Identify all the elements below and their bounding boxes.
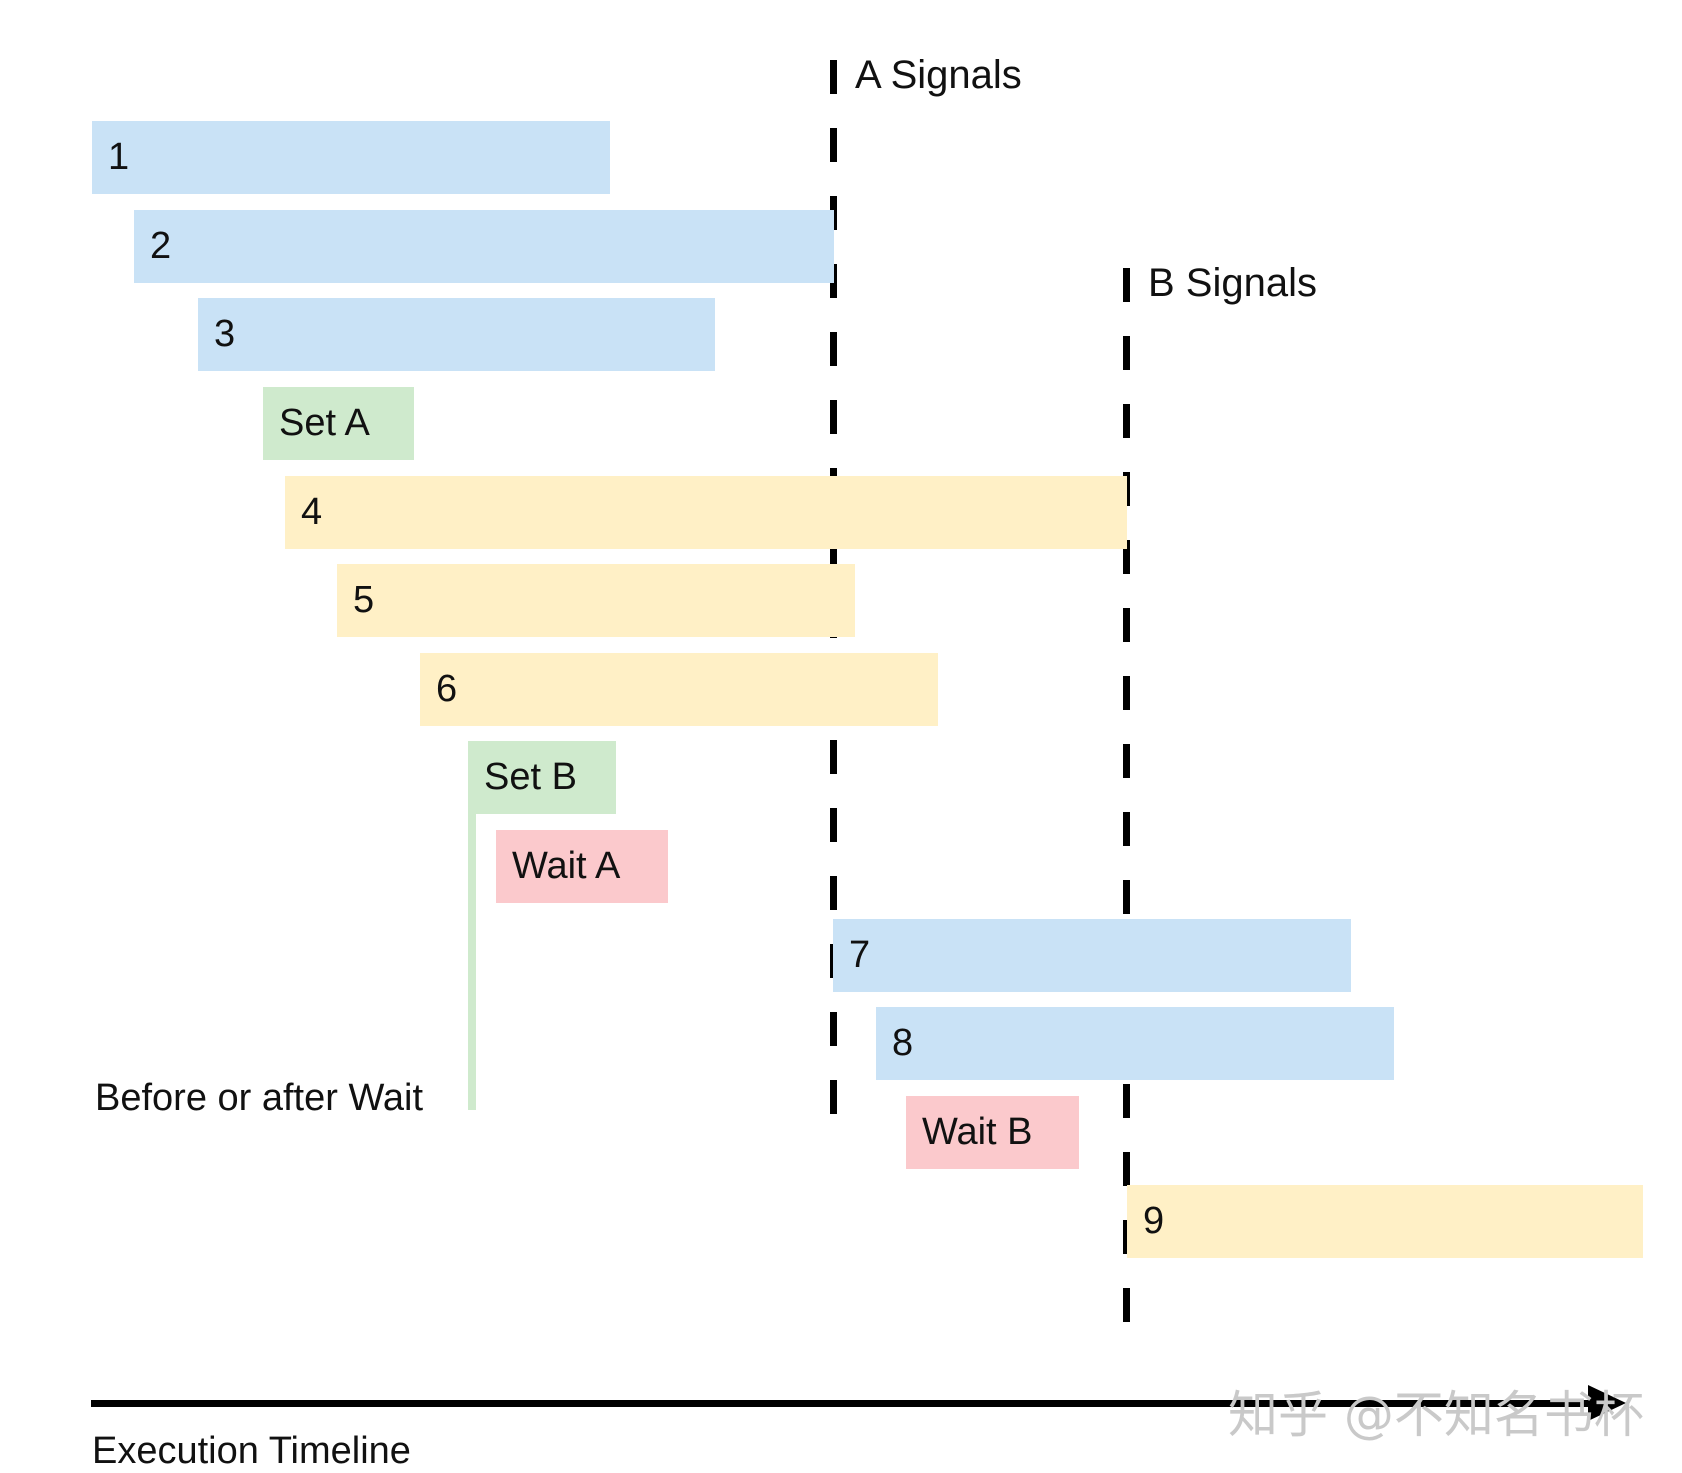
set-a-bar: Set A [263,387,414,460]
b-signal-line [1123,268,1130,1328]
wait-b-bar: Wait B [906,1096,1079,1169]
arrow-right-icon [1588,1385,1626,1421]
axis-label: Execution Timeline [92,1430,411,1472]
set-b-bar: Set B [468,741,616,814]
task-bar-7: 7 [833,919,1351,992]
wait-a-bar: Wait A [496,830,668,903]
task-bar-6: 6 [420,653,938,726]
watermark: 知乎 @不知名书杯 [1228,1386,1644,1444]
task-bar-1: 1 [92,121,610,194]
task-bar-2: 2 [134,210,834,283]
before-or-after-wait-note: Before or after Wait [95,1077,424,1119]
task-bar-5: 5 [337,564,855,637]
task-bar-3: 3 [198,298,715,371]
task-bar-4: 4 [285,476,1127,549]
set-b-extension-line [468,810,476,1110]
timeline-axis [91,1400,1606,1407]
b-signal-label: B Signals [1148,261,1317,305]
a-signal-label: A Signals [855,53,1022,97]
task-bar-9: 9 [1127,1185,1643,1258]
task-bar-8: 8 [876,1007,1394,1080]
